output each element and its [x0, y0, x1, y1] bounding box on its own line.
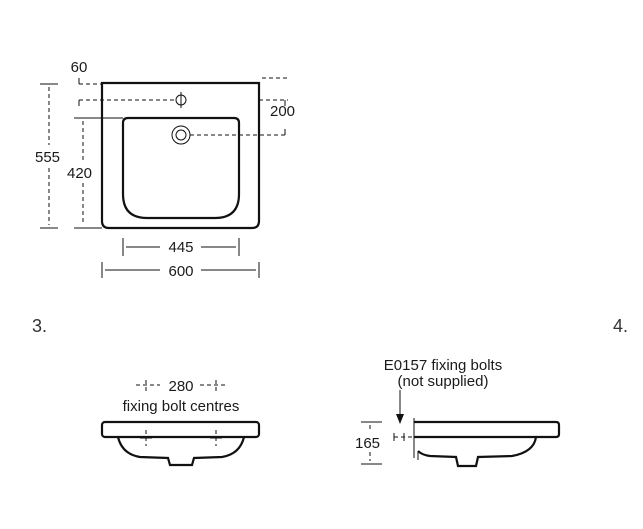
- bolt-code-note: E0157 fixing bolts: [384, 357, 502, 374]
- dim-bowl-width: 445: [168, 239, 193, 256]
- bolt-centres-note: fixing bolt centres: [123, 398, 240, 415]
- view-label-4: 4.: [613, 316, 628, 336]
- bolt-supplied-note: (not supplied): [398, 373, 489, 390]
- bowl-outline: [121, 116, 241, 220]
- dim-bolt-centres: 280: [168, 378, 193, 395]
- view-label-3: 3.: [32, 316, 47, 336]
- side-bowl-body: [417, 436, 538, 468]
- front-basin-top: [100, 420, 261, 439]
- dim-side-height: 165: [355, 435, 380, 452]
- dim-overall-width: 600: [168, 263, 193, 280]
- dim-overall-depth: 555: [35, 149, 60, 166]
- side-basin-top: [414, 420, 561, 439]
- waste-outlet: [171, 125, 191, 145]
- dim-tap-to-waste: 200: [270, 103, 295, 120]
- front-bowl-body: [116, 436, 246, 467]
- dim-tap-offset: 60: [71, 59, 88, 76]
- side-view: E0157 fixing bolts (not supplied) 165: [355, 357, 561, 468]
- front-view: 280 fixing bolt centres: [100, 378, 261, 467]
- basin-outline: [100, 81, 261, 230]
- plan-view: 60 200 555 420 445 600: [35, 59, 295, 280]
- dim-bowl-depth: 420: [67, 165, 92, 182]
